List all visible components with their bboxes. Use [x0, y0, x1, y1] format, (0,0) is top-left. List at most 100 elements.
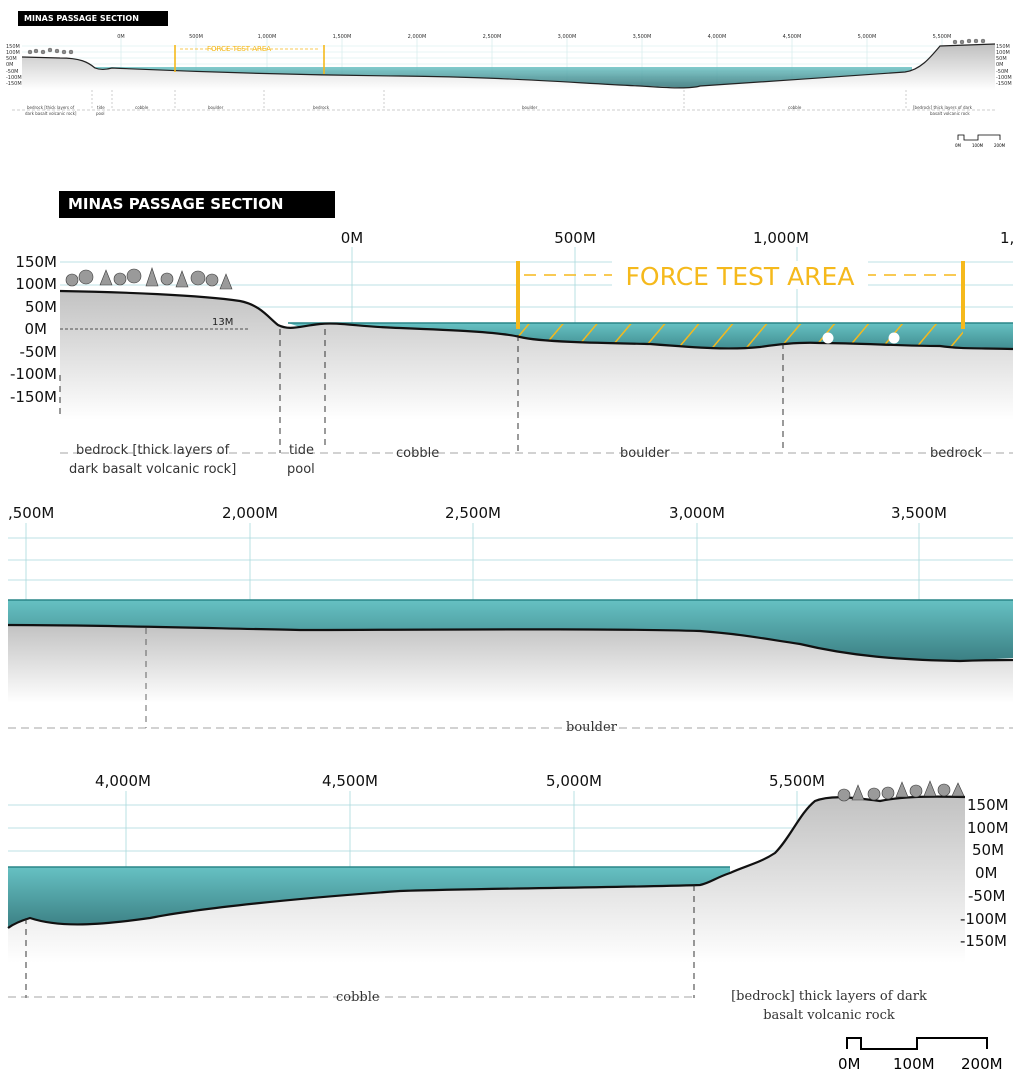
- force-test-area-label: FORCE TEST AREA: [626, 262, 855, 291]
- overview-depth-label: -150M: [996, 81, 1012, 87]
- overview-depth-labels-right: 150M 100M 50M 0M -50M -100M -150M: [996, 44, 1012, 87]
- overview-depth-label: 0M: [6, 62, 14, 68]
- distance-label: 500M: [554, 229, 596, 247]
- overview-zone-label: cobble: [788, 105, 802, 110]
- overview-zone-label: [bedrock] thick layers of dark: [913, 105, 973, 110]
- overview-zone-label: bedrock: [313, 105, 330, 110]
- overview-depth-label: 100M: [996, 50, 1010, 56]
- depth-label: 50M: [972, 841, 1004, 859]
- test-device-marker: [822, 332, 834, 344]
- overview-distance-label: 1,000M: [258, 34, 277, 40]
- section-panel-3: 4,000M 4,500M 5,000M 5,500M 150M 100M 50…: [7, 772, 1009, 1073]
- zone-labels: bedrock [thick layers of dark basalt vol…: [69, 443, 983, 477]
- overview-depth-label: 50M: [6, 56, 17, 62]
- depth-label: 150M: [967, 796, 1009, 814]
- zone-label-boulder: boulder: [620, 446, 670, 461]
- depth-label: -150M: [10, 388, 57, 406]
- overview-zone-label: pool: [96, 111, 105, 116]
- distance-label: 1,5: [1000, 229, 1013, 247]
- overview-depth-label: 100M: [6, 50, 20, 56]
- overview-depth-label: -100M: [6, 75, 22, 81]
- depth-label: -50M: [968, 887, 1005, 905]
- overview-title-badge: MINAS PASSAGE SECTION: [18, 11, 168, 26]
- distance-labels: 4,000M 4,500M 5,000M 5,500M: [95, 772, 825, 790]
- overview-depth-label: -50M: [996, 69, 1008, 75]
- scale-label: 0M: [838, 1055, 861, 1073]
- zone-label-tide-pool: tide: [289, 443, 314, 458]
- distance-label: 3,000M: [669, 504, 725, 522]
- zone-label-cobble: cobble: [396, 446, 439, 461]
- scale-label: 200M: [961, 1055, 1003, 1073]
- depth-labels: 150M 100M 50M 0M -50M -100M -150M: [10, 253, 57, 406]
- distance-label: 3,500M: [891, 504, 947, 522]
- overview-zone-label: tide: [97, 105, 105, 110]
- overview-distance-label: 5,000M: [858, 34, 877, 40]
- distance-label: 4,000M: [95, 772, 151, 790]
- overview-depth-label: -100M: [996, 75, 1012, 81]
- zone-label-bedrock-east: basalt volcanic rock: [763, 1008, 895, 1023]
- zone-label-cobble: cobble: [336, 990, 380, 1005]
- overview-scale-bar: [957, 134, 1001, 141]
- distance-labels: ,500M 2,000M 2,500M 3,000M 3,500M: [8, 504, 947, 522]
- overview-force-test-label: FORCE TEST AREA: [207, 45, 271, 53]
- overview-zone-label: boulder: [522, 105, 538, 110]
- overview-depth-label: 150M: [996, 44, 1010, 50]
- zone-label-tide-pool: pool: [287, 462, 315, 477]
- overview-zone-label: cobble: [135, 105, 149, 110]
- depth-label: 50M: [25, 298, 57, 316]
- depth-labels: 150M 100M 50M 0M -50M -100M -150M: [960, 796, 1009, 950]
- overview-section: FORCE TEST AREA 150M 100M 50M 0M -50M -1…: [6, 34, 1012, 148]
- zone-label-bedrock: bedrock: [930, 446, 983, 461]
- tree-icons-west: [65, 267, 233, 290]
- section-panel-1: 13M FORCE TEST AREA 150M 100M 50M 0M -50…: [10, 229, 1013, 477]
- section-panel-2: ,500M 2,000M 2,500M 3,000M 3,500M boulde…: [7, 504, 1013, 735]
- overview-distance-label: 2,000M: [408, 34, 427, 40]
- depth-label: -100M: [960, 910, 1007, 928]
- overview-distance-label: 1,500M: [333, 34, 352, 40]
- force-test-label-bg: [612, 261, 868, 289]
- overview-zone-label: basalt volcanic rock: [930, 111, 970, 116]
- overview-depth-label: -150M: [6, 81, 22, 87]
- depth-label: -50M: [20, 343, 57, 361]
- scale-label: 100M: [893, 1055, 935, 1073]
- zone-label-boulder: boulder: [566, 720, 618, 735]
- overview-scale-label: 200M: [994, 143, 1006, 148]
- overview-distance-label: 3,000M: [558, 34, 577, 40]
- distance-label: 5,500M: [769, 772, 825, 790]
- overview-scale-label: 0M: [955, 143, 962, 148]
- overview-distance-label: 4,000M: [708, 34, 727, 40]
- depth-label: 150M: [15, 253, 57, 271]
- zone-label-bedrock-east: [bedrock] thick layers of dark: [731, 989, 927, 1004]
- overview-distance-labels: 0M 500M 1,000M 1,500M 2,000M 2,500M 3,00…: [117, 34, 951, 40]
- depth-label: 100M: [15, 275, 57, 293]
- section-title-badge: MINAS PASSAGE SECTION: [59, 191, 335, 218]
- distance-label: 5,000M: [546, 772, 602, 790]
- depth-label: -100M: [10, 365, 57, 383]
- overview-distance-label: 2,500M: [483, 34, 502, 40]
- overview-scale-label: 100M: [972, 143, 984, 148]
- overview-depth-label: -50M: [6, 69, 18, 75]
- distance-label: 0M: [341, 229, 364, 247]
- distance-label: 2,500M: [445, 504, 501, 522]
- distance-label: 2,000M: [222, 504, 278, 522]
- distance-labels: 0M 500M 1,000M 1,5: [341, 229, 1013, 247]
- overview-scale-labels: 0M 100M 200M: [955, 143, 1006, 148]
- overview-depth-label: 0M: [996, 62, 1004, 68]
- label-13m: 13M: [212, 317, 233, 328]
- overview-zone-label: bedrock [thick layers of: [27, 105, 75, 110]
- overview-zone-labels: bedrock [thick layers of dark basalt vol…: [25, 105, 973, 116]
- zone-label-bedrock: bedrock [thick layers of: [76, 443, 230, 458]
- depth-label: 100M: [967, 819, 1009, 837]
- scale-labels: 0M 100M 200M: [838, 1055, 1003, 1073]
- overview-distance-label: 5,500M: [933, 34, 952, 40]
- overview-zone-label: dark basalt volcanic rock]: [25, 111, 77, 116]
- overview-distance-label: 4,500M: [783, 34, 802, 40]
- depth-label: -150M: [960, 932, 1007, 950]
- distance-label: 4,500M: [322, 772, 378, 790]
- distance-label: 1,000M: [753, 229, 809, 247]
- overview-distance-label: 3,500M: [633, 34, 652, 40]
- zone-label-bedrock: dark basalt volcanic rock]: [69, 462, 236, 477]
- depth-label: 0M: [975, 864, 998, 882]
- overview-distance-label: 0M: [117, 34, 125, 40]
- overview-depth-labels-left: 150M 100M 50M 0M -50M -100M -150M: [6, 44, 22, 87]
